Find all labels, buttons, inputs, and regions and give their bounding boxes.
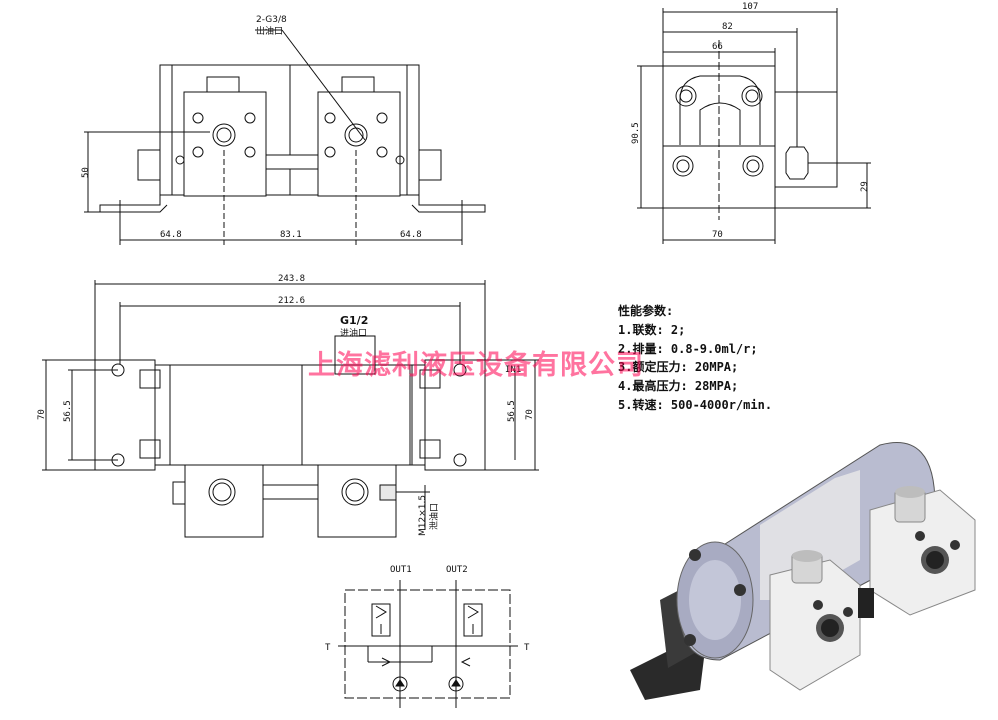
side-dim-mid: 82: [722, 22, 733, 32]
front-side-mark: IN1: [505, 365, 521, 375]
front-dim-left-inner: 56.5: [63, 400, 73, 422]
spec-line-2: 2.排量: 0.8-9.0ml/r;: [618, 342, 758, 356]
top-dim-right: 64.8: [400, 230, 422, 240]
schematic-out2: OUT2: [446, 565, 468, 575]
top-dim-height: 50: [81, 167, 91, 178]
front-drain-sub: 泄油口: [428, 503, 440, 530]
top-dim-center: 83.1: [280, 230, 302, 240]
spec-line-5: 5.转速: 500-4000r/min.: [618, 398, 773, 412]
top-view: [84, 29, 486, 245]
pump-3d-render: [630, 442, 976, 700]
top-port-label: 2-G3/8: [256, 15, 287, 25]
schematic-t-left: T: [325, 643, 331, 653]
side-view: [637, 8, 871, 244]
top-dim-left: 64.8: [160, 230, 182, 240]
spec-line-1: 1.联数: 2;: [618, 323, 686, 337]
side-dim-height: 90.5: [631, 122, 641, 144]
front-dim-mid: 212.6: [278, 296, 305, 306]
side-dim-inner: 66: [712, 42, 723, 52]
spec-line-3: 3.额定压力: 20MPA;: [618, 360, 739, 374]
front-dim-right-outer: 70: [525, 409, 535, 420]
spec-title: 性能参数:: [618, 304, 674, 318]
front-dim-left-outer: 70: [37, 409, 47, 420]
front-dim-right-inner: 56.5: [507, 400, 517, 422]
front-view: [42, 280, 539, 538]
front-inlet-sub: 进油口: [340, 327, 367, 339]
hydraulic-schematic: [338, 580, 518, 708]
side-dim-width: 70: [712, 230, 723, 240]
side-dim-total: 107: [742, 2, 758, 12]
front-dim-total: 243.8: [278, 274, 305, 284]
side-dim-low: 29: [860, 181, 870, 192]
company-watermark: 上海滤利液压设备有限公司: [308, 350, 644, 381]
front-drain-label: M12×1.5: [418, 495, 428, 536]
schematic-t-right: T: [524, 643, 530, 653]
schematic-out1: OUT1: [390, 565, 412, 575]
front-inlet-label: G1/2: [340, 314, 368, 327]
spec-line-4: 4.最高压力: 28MPA;: [618, 379, 739, 393]
top-port-sub: 出油口: [256, 25, 283, 37]
